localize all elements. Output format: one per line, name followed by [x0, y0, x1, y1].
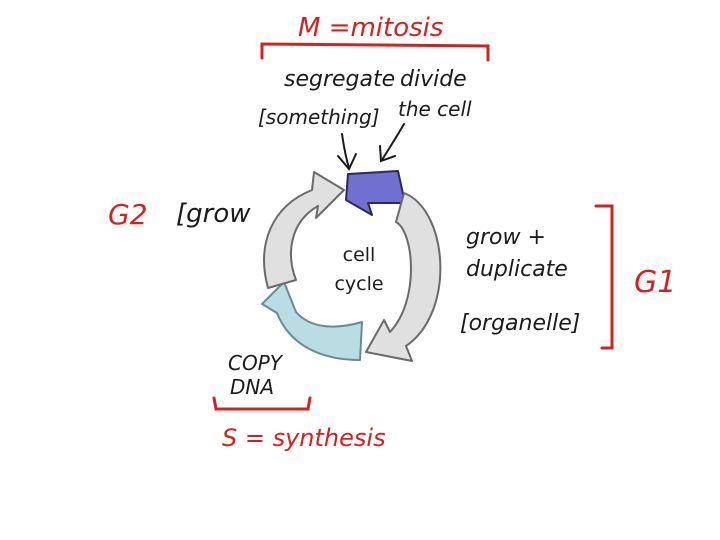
s-note-line1: COPY: [228, 351, 284, 375]
g1-bracket: [594, 204, 614, 350]
cycle-arrow-s: [261, 281, 363, 361]
g1-note-line2: duplicate: [466, 257, 568, 282]
s-title: S = synthesis: [222, 424, 386, 452]
mitosis-bracket: [260, 42, 490, 62]
mitosis-note-the-cell: the cell: [398, 97, 472, 121]
cycle-arrow-g2: [263, 171, 345, 289]
cycle-arrow-mitosis: [345, 170, 406, 216]
s-note-line2: DNA: [230, 375, 274, 399]
mitosis-note-segregate: segregate: [284, 67, 395, 92]
s-bracket: [212, 396, 312, 411]
pointer-arrow-left: [337, 133, 357, 171]
g1-note-line3: [organelle]: [460, 311, 580, 336]
center-label-line1: cell: [343, 244, 376, 266]
mitosis-note-divide: divide: [400, 67, 467, 92]
g1-label: G1: [634, 265, 676, 300]
cycle-arrow-g1: [365, 192, 442, 362]
g1-note-line1: grow +: [466, 225, 546, 250]
mitosis-title: M =mitosis: [298, 13, 443, 43]
pointer-arrow-right: [379, 123, 405, 163]
center-label-line2: cycle: [334, 273, 383, 295]
mitosis-note-something: [something]: [258, 105, 380, 129]
g2-note: [grow: [176, 199, 251, 229]
g2-label: G2: [108, 198, 148, 231]
